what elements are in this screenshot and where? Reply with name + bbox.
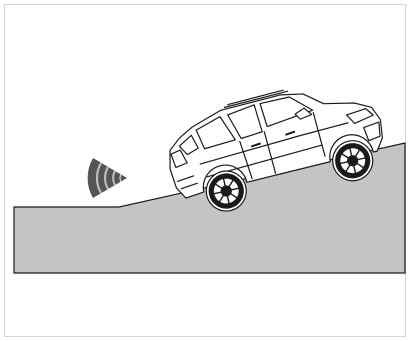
sensor-wave-icon bbox=[88, 158, 127, 198]
